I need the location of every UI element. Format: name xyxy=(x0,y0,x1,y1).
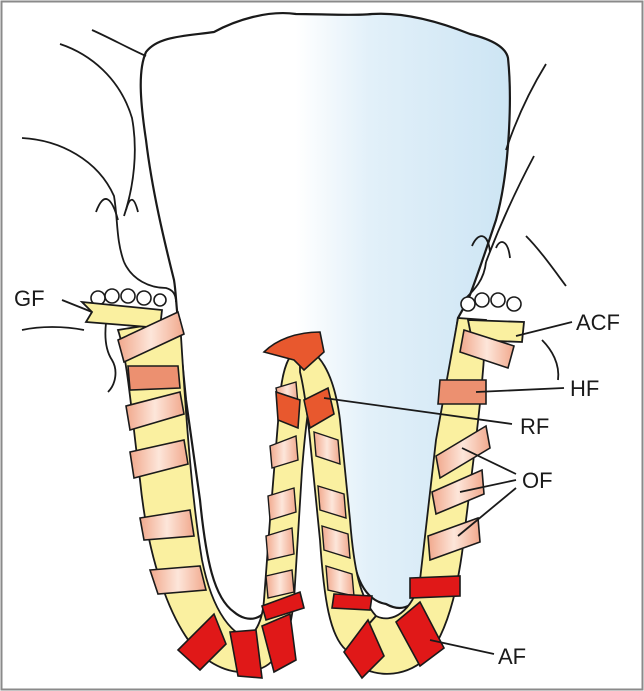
af-label: AF xyxy=(498,644,526,669)
gf-fiber xyxy=(82,302,162,328)
of-label: OF xyxy=(522,468,553,493)
hf-label: HF xyxy=(570,376,599,401)
acf-label: ACF xyxy=(576,310,620,335)
rf-label: RF xyxy=(520,414,549,439)
horizontal-fiber-left xyxy=(128,366,180,390)
gf-label: GF xyxy=(14,286,45,311)
